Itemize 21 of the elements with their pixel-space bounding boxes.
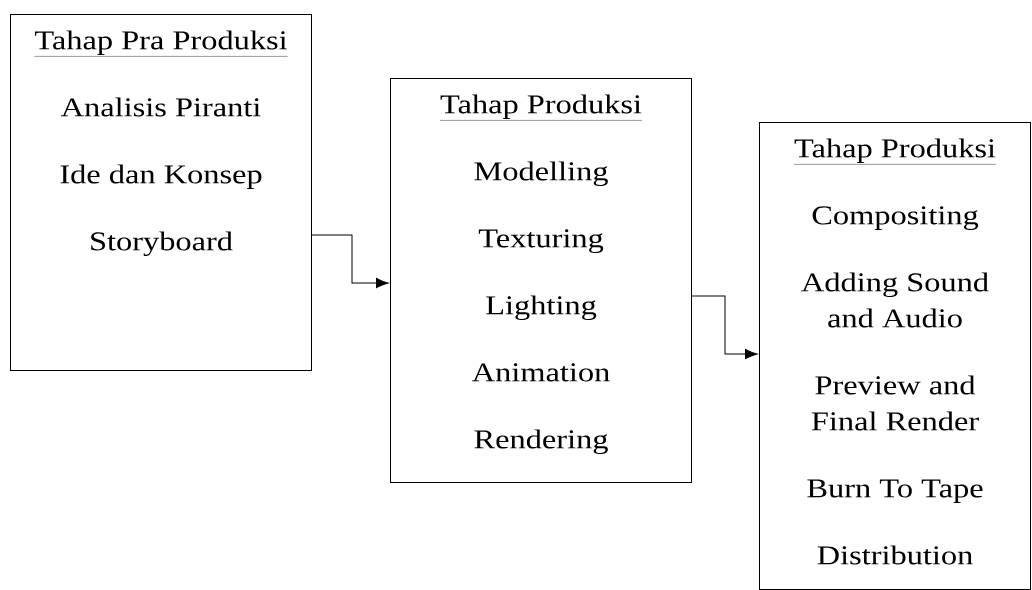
step-label: Animation: [472, 363, 610, 382]
stage-heading: Tahap Pra Produksi: [34, 30, 288, 57]
step-label: Distribution: [817, 545, 973, 565]
step-label: Rendering: [474, 429, 608, 455]
step-label: Storyboard: [91, 231, 233, 257]
elbow-arrow: [691, 295, 758, 360]
elbow-arrow: [311, 234, 389, 289]
stage-box: [390, 78, 692, 483]
stage-heading: Tahap Produksi: [793, 138, 997, 165]
step-label: Lighting: [486, 295, 597, 321]
step-label: Compositing: [812, 206, 979, 231]
step-label: Modelling: [474, 161, 608, 187]
stage-box: [759, 122, 1031, 590]
step-label: Analisis Piranti: [60, 97, 261, 117]
step-label: Adding Sound and Audio: [801, 272, 989, 328]
stage-box: [10, 14, 312, 371]
step-label: Preview and Final Render: [811, 375, 979, 431]
step-label: Ide dan Konsep: [60, 164, 262, 189]
step-label: Burn To Tape: [807, 479, 983, 503]
step-label: Texturing: [478, 229, 604, 254]
stage-heading: Tahap Produksi: [439, 94, 643, 121]
